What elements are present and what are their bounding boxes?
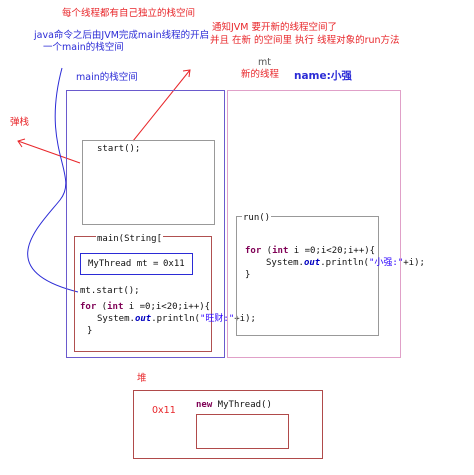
mt-start-call: mt.start();: [80, 286, 140, 296]
note-notify-jvm-1: 通知JVM 要开新的线程空间了: [212, 22, 338, 33]
main-for-loop: for (int i =0;i<20;i++){: [80, 302, 211, 312]
heap-address: 0x11: [152, 405, 176, 416]
system-prefix: System.: [266, 258, 304, 268]
arrowhead-notice: [182, 69, 191, 78]
run-for-loop: for (int i =0;i<20;i++){: [245, 246, 376, 256]
println-end: +i);: [403, 258, 425, 268]
string-literal: "小强:": [368, 258, 404, 268]
note-jvm-main-1: java命令之后由JVM完成main线程的开启: [34, 30, 210, 41]
new-thread-stack-space: run() for (int i =0;i<20;i++){ System.ou…: [227, 90, 425, 358]
out-field: out: [303, 258, 321, 268]
note-own-stack: 每个线程都有自己独立的栈空间: [62, 8, 196, 19]
main-println: System.out.println("旺财:"+i);: [97, 313, 256, 325]
run-frame-title: run(): [242, 212, 272, 224]
main-close-brace: }: [87, 326, 93, 336]
note-jvm-main-2: 一个main的栈空间: [43, 42, 124, 53]
thread-name-label: name:小强: [294, 70, 352, 82]
start-frame: start();: [82, 140, 215, 225]
system-prefix: System.: [97, 314, 135, 324]
mt-variable-addr: 0x11: [163, 259, 185, 269]
mt-label: mt: [258, 57, 271, 68]
string-literal: "旺财:": [199, 314, 235, 324]
for-rest: i =0;i<20;i++){: [288, 246, 376, 256]
run-close-brace: }: [245, 270, 251, 280]
new-thread-title: 新的线程: [241, 69, 280, 80]
println-end: +i);: [234, 314, 256, 324]
for-keyword: for: [245, 246, 262, 256]
main-stack-space: start(); main(String[ MyThread mt = 0x11…: [66, 90, 256, 358]
run-frame: run() for (int i =0;i<20;i++){ System.ou…: [236, 212, 425, 336]
run-println: System.out.println("小强:"+i);: [266, 257, 425, 269]
main-frame: main(String[ MyThread mt = 0x11 mt.start…: [74, 233, 256, 352]
arrowhead-pop: [17, 138, 26, 148]
for-rest: i =0;i<20;i++){: [123, 302, 211, 312]
println-call: .println(: [320, 258, 369, 268]
heap-title: 堆: [137, 373, 147, 384]
for-keyword: for: [80, 302, 97, 312]
out-field: out: [134, 314, 152, 324]
println-call: .println(: [151, 314, 200, 324]
mt-variable-box: MyThread mt = 0x11: [80, 253, 193, 275]
new-mythread-expr: new MyThread(): [196, 399, 272, 411]
new-keyword: new: [196, 400, 213, 410]
mt-variable-decl: MyThread mt =: [88, 259, 159, 269]
note-pop-stack: 弹栈: [10, 117, 30, 128]
new-mythread-rest: MyThread(): [212, 400, 272, 410]
start-call: start();: [97, 144, 141, 154]
main-stack-title: main的栈空间: [76, 72, 138, 83]
mythread-object: [196, 414, 289, 449]
heap-space: 0x11 new MyThread(): [133, 390, 323, 459]
main-frame-title: main(String[: [96, 233, 164, 245]
int-keyword: int: [272, 246, 289, 256]
int-keyword: int: [107, 302, 124, 312]
note-notify-jvm-2: 并且 在新 的空间里 执行 线程对象的run方法: [210, 35, 400, 46]
